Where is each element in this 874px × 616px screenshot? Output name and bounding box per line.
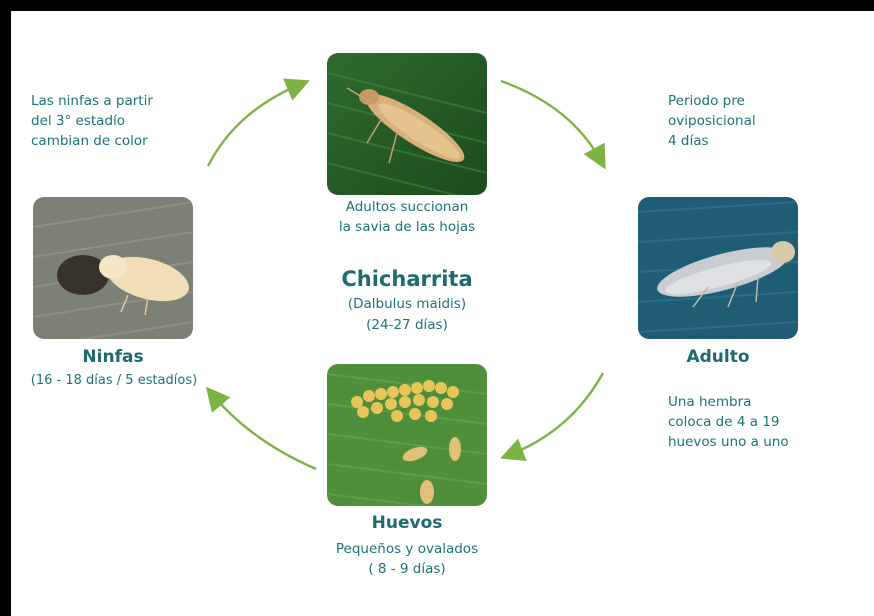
center-title: Chicharrita [317,267,497,291]
note-bottom-right: Una hembra coloca de 4 a 19 huevos uno a… [668,392,858,452]
center-scientific-name: (Dalbulus maidis) [317,294,497,314]
nymphs-title: Ninfas [33,347,193,367]
arrow-top-right [501,81,601,161]
note-top-right: Periodo pre oviposicional 4 días [668,91,848,151]
adult-leafhopper-photo-top [327,53,487,195]
nymph-photo [33,197,193,339]
eggs-title: Huevos [317,513,497,533]
arrow-bottom-right [509,373,603,455]
arrow-top-left [208,84,301,166]
life-cycle-diagram: Adultos succionan la savia de las hojas … [11,11,874,616]
note-top-left: Las ninfas a partir del 3° estadío cambi… [31,91,211,151]
center-duration: (24-27 días) [317,315,497,335]
eggs-duration: ( 8 - 9 días) [297,559,517,579]
eggs-photo [327,364,487,506]
adults-caption: Adultos succionan la savia de las hojas [317,197,497,237]
eggs-description: Pequeños y ovalados [297,539,517,559]
nymphs-duration: (16 - 18 días / 5 estadíos) [11,371,217,391]
arrow-bottom-left [212,394,316,469]
adult-leafhopper-photo [638,197,798,339]
adult-title: Adulto [638,347,798,367]
